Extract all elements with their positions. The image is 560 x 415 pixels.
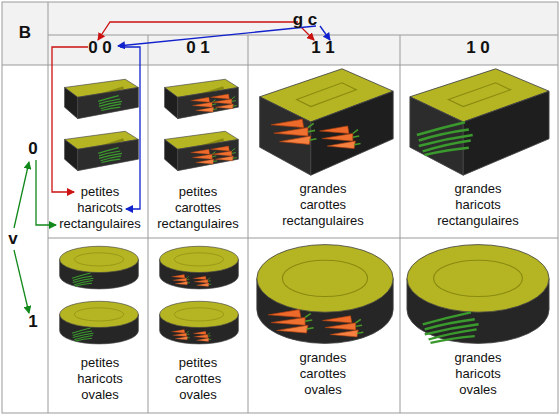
header-label: 0 0 bbox=[88, 38, 112, 58]
header-band bbox=[2, 2, 558, 65]
cell-label: petites carottes rectangulaires bbox=[157, 184, 239, 232]
header-label: g c bbox=[293, 10, 318, 30]
header-label: v bbox=[8, 229, 17, 249]
cell-label: grandes haricots rectangulaires bbox=[437, 181, 519, 229]
header-label: 1 0 bbox=[466, 38, 490, 58]
cell-label: petites haricots rectangulaires bbox=[59, 184, 141, 232]
header-label: B bbox=[19, 23, 31, 43]
header-label: 0 bbox=[28, 139, 37, 159]
cell-label: petites haricots ovales bbox=[77, 355, 123, 403]
cell-label: grandes haricots ovales bbox=[455, 350, 502, 398]
can-illustrations bbox=[60, 69, 549, 344]
header-label: 1 bbox=[28, 312, 37, 332]
pointer-arrows bbox=[14, 22, 330, 313]
cell-label: grandes carottes ovales bbox=[300, 350, 347, 398]
cell-label: grandes carottes rectangulaires bbox=[282, 181, 364, 229]
header-label: 1 1 bbox=[311, 38, 335, 58]
cell-label: petites carottes ovales bbox=[175, 355, 221, 403]
header-label: 0 1 bbox=[186, 38, 210, 58]
